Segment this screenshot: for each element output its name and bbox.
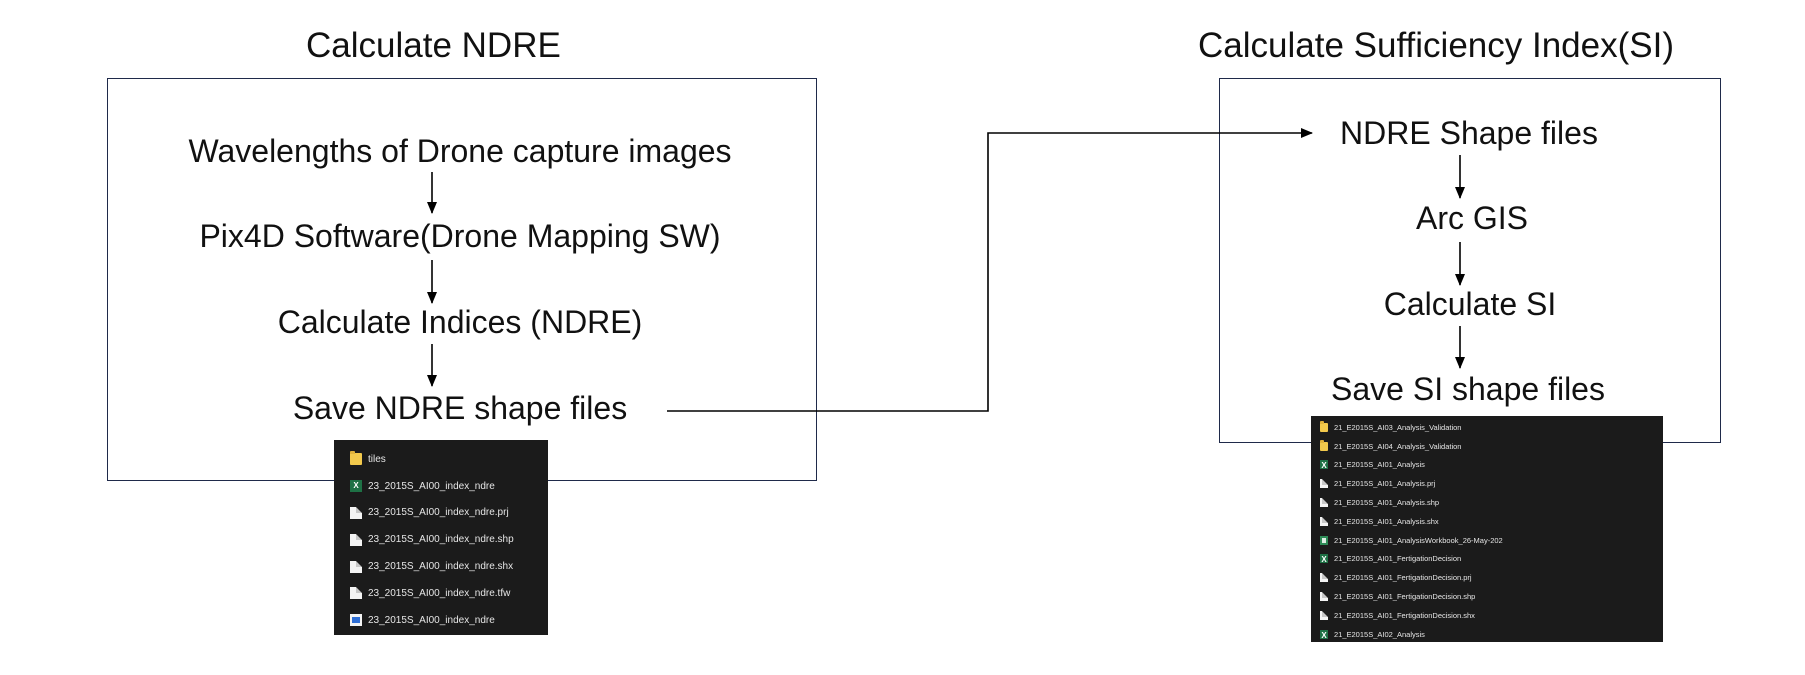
- image-icon: [350, 614, 362, 627]
- file-row[interactable]: 21_E2015S_AI02_Analysis: [1320, 625, 1659, 644]
- file-name: 21_E2015S_AI01_Analysis: [1334, 460, 1425, 470]
- file-row[interactable]: 21_E2015S_AI01_FertigationDecision.shx: [1320, 606, 1659, 625]
- file-name: 23_2015S_AI00_index_ndre.prj: [368, 507, 509, 519]
- right-step-arc-gis: Arc GIS: [1415, 200, 1529, 236]
- file-row[interactable]: 23_2015S_AI00_index_ndre.shp: [350, 526, 544, 553]
- file-row[interactable]: 21_E2015S_AI01_FertigationDecision.shp: [1320, 587, 1659, 606]
- file-name: 21_E2015S_AI04_Analysis_Validation: [1334, 441, 1462, 451]
- document-icon: [350, 506, 362, 519]
- file-row[interactable]: 23_2015S_AI00_index_ndre.tfw: [350, 580, 544, 607]
- file-row[interactable]: 21_E2015S_AI03_Analysis_Validation: [1320, 418, 1659, 437]
- file-row[interactable]: 21_E2015S_AI01_FertigationDecision: [1320, 550, 1659, 569]
- file-row[interactable]: 21_E2015S_AI01_Analysis.shp: [1320, 493, 1659, 512]
- file-row[interactable]: 23_2015S_AI00_index_ndre: [350, 607, 544, 634]
- file-name: 23_2015S_AI00_index_ndre: [368, 614, 495, 626]
- file-name: 23_2015S_AI00_index_ndre: [368, 480, 495, 492]
- file-row[interactable]: tiles: [350, 446, 544, 473]
- file-name: 21_E2015S_AI01_FertigationDecision: [1334, 554, 1462, 564]
- left-step-save-ndre: Save NDRE shape files: [292, 390, 628, 426]
- file-row[interactable]: 23_2015S_AI00_index_ndre: [350, 473, 544, 500]
- file-row[interactable]: 21_E2015S_AI01_AnalysisWorkbook_26-May-2…: [1320, 531, 1659, 550]
- file-row[interactable]: 21_E2015S_AI01_Analysis.shx: [1320, 512, 1659, 531]
- excel-icon: [1320, 460, 1328, 470]
- file-name: 21_E2015S_AI01_FertigationDecision.prj: [1334, 573, 1472, 583]
- right-step-calculate-si: Calculate SI: [1383, 286, 1557, 322]
- document-icon: [350, 533, 362, 546]
- excel-icon: [1320, 554, 1328, 564]
- folder-icon: [1320, 439, 1328, 451]
- file-name: 21_E2015S_AI01_Analysis.shx: [1334, 516, 1439, 526]
- file-name: 21_E2015S_AI01_Analysis.shp: [1334, 498, 1440, 508]
- file-name: 23_2015S_AI00_index_ndre.shp: [368, 534, 514, 546]
- file-name: 21_E2015S_AI03_Analysis_Validation: [1334, 422, 1462, 432]
- excel-icon: [350, 480, 362, 493]
- document-icon: [350, 560, 362, 573]
- connector-arrow: [667, 128, 1313, 412]
- left-step-wavelengths: Wavelengths of Drone capture images: [188, 133, 732, 169]
- file-name: 23_2015S_AI00_index_ndre.shx: [368, 561, 514, 573]
- file-name: tiles: [368, 453, 386, 465]
- left-step-pix4d: Pix4D Software(Drone Mapping SW): [199, 218, 721, 254]
- file-row[interactable]: 21_E2015S_AI01_FertigationDecision.prj: [1320, 568, 1659, 587]
- excel-icon: [1320, 629, 1328, 639]
- document-icon: [1320, 573, 1328, 583]
- left-step-calculate-indices: Calculate Indices (NDRE): [277, 304, 643, 340]
- document-icon: [1320, 498, 1328, 508]
- file-row[interactable]: 23_2015S_AI00_index_ndre.shx: [350, 553, 544, 580]
- file-name: 21_E2015S_AI01_FertigationDecision.shx: [1334, 610, 1475, 620]
- document-icon: [1320, 479, 1328, 489]
- document-icon: [350, 587, 362, 600]
- right-panel-title: Calculate Sufficiency Index(SI): [1198, 26, 1674, 65]
- document-icon: [1320, 592, 1328, 602]
- file-name: 21_E2015S_AI01_AnalysisWorkbook_26-May-2…: [1334, 535, 1503, 545]
- file-row[interactable]: 21_E2015S_AI04_Analysis_Validation: [1320, 437, 1659, 456]
- right-step-ndre-shape-files: NDRE Shape files: [1340, 115, 1598, 151]
- workbook-icon: [1320, 535, 1328, 545]
- left-file-explorer: tiles 23_2015S_AI00_index_ndre 23_2015S_AI…: [334, 440, 548, 635]
- right-file-explorer: 21_E2015S_AI03_Analysis_Validation 21_E20…: [1311, 416, 1663, 642]
- file-row[interactable]: 21_E2015S_AI01_Analysis.prj: [1320, 474, 1659, 493]
- file-name: 23_2015S_AI00_index_ndre.tfw: [368, 587, 511, 599]
- file-name: 21_E2015S_AI02_Analysis: [1334, 629, 1425, 639]
- document-icon: [1320, 516, 1328, 526]
- file-row[interactable]: 23_2015S_AI00_index_ndre.prj: [350, 500, 544, 527]
- folder-icon: [1320, 420, 1328, 432]
- right-step-save-si: Save SI shape files: [1331, 371, 1605, 407]
- file-row[interactable]: 21_E2015S_AI01_Analysis: [1320, 456, 1659, 475]
- file-name: 21_E2015S_AI01_Analysis.prj: [1334, 479, 1436, 489]
- folder-icon: [350, 451, 362, 466]
- file-name: 21_E2015S_AI01_FertigationDecision.shp: [1334, 592, 1476, 602]
- left-panel-title: Calculate NDRE: [306, 26, 561, 65]
- document-icon: [1320, 610, 1328, 620]
